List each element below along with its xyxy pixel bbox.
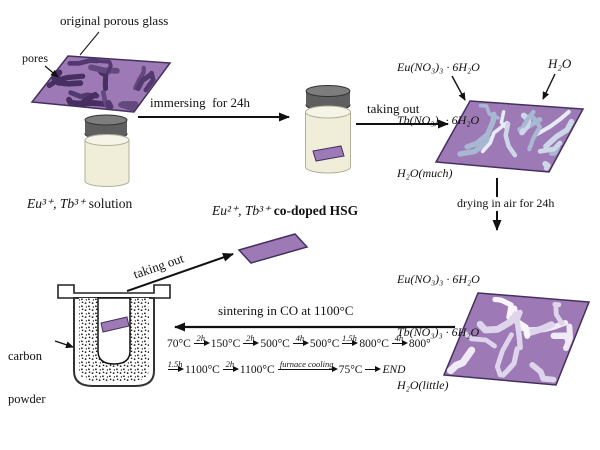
schedule-temp: 1100°C [239, 364, 275, 376]
schedule-duration: 2h [246, 332, 255, 343]
doped-plate-wet [434, 100, 585, 173]
chem-list-much: Eu(NO₃)₃ · 6H₂O Tb(NO₃)₃ · 6H₂O H₂O(much… [397, 22, 480, 219]
schedule-duration: 1.5h [167, 358, 183, 369]
hsg-word: co-doped HSG [270, 203, 359, 218]
hsg-plate [237, 233, 309, 264]
solution-formula: Eu³⁺, Tb³⁺ [27, 196, 86, 211]
schedule-arrow: 1.5h [342, 333, 359, 350]
schedule-arrow: furnace cooling [277, 359, 338, 376]
schedule-duration: 2h [196, 332, 206, 343]
carbon-powder-arrow [54, 340, 74, 349]
original-label-line [79, 31, 100, 56]
pores-label: pores [22, 51, 48, 65]
h2o-label: H₂O [548, 56, 572, 71]
schedule-duration: 1.5h [341, 332, 357, 343]
schedule-duration: 4h [295, 332, 305, 343]
crucible-lid [57, 284, 171, 299]
schedule-temp: 1100°C [185, 364, 220, 376]
schedule-duration: 4h [394, 332, 404, 343]
chem-little-line1: Eu(NO₃)₃ · 6H₂O [397, 271, 480, 286]
original-porous-glass-label: original porous glass [60, 13, 169, 28]
chem-much-line3: H₂O(much) [397, 166, 453, 181]
schedule-temp: END [382, 364, 406, 376]
schedule-temp: 800°C [359, 338, 389, 350]
schedule-temp: 500°C [309, 338, 340, 350]
h2o-pointer-arrow [542, 73, 556, 100]
doped-plate-dry [442, 292, 591, 386]
beaker-body [305, 105, 351, 174]
schedule-temp: 75°C [338, 364, 363, 376]
schedule-arrow: 4h [292, 333, 309, 350]
schedule-arrow: 2h [243, 333, 260, 350]
chem-little-line2: Tb(NO₃)₃ · 6H₂O [397, 325, 480, 340]
solution-word: solution [85, 196, 133, 211]
inner-crucible [97, 297, 131, 365]
hsg-formula: Eu²⁺, Tb³⁺ [212, 203, 271, 218]
chem-much-line1: Eu(NO₃)₃ · 6H₂O [397, 59, 480, 74]
pores-pointer-line [44, 65, 59, 78]
schedule-arrow: 4h [391, 333, 408, 350]
sintering-label: sintering in CO at 1100°C [218, 303, 354, 318]
schedule-arrow [365, 364, 382, 376]
pores-texture-dry [446, 296, 573, 383]
carbon-powder-label: carbon powder [8, 320, 46, 435]
schedule-temp: 70°C [167, 338, 191, 350]
carbon-powder-label-line2: powder [8, 391, 46, 406]
beaker-body [84, 134, 130, 187]
taking-out-arrow-bottom [126, 253, 234, 292]
schedule-arrow: 2h [193, 333, 210, 350]
pores-texture-wet [457, 103, 575, 171]
sample-in-beaker [312, 145, 345, 162]
schedule-duration: 2h [225, 358, 235, 369]
immersing-label: immersing for 24h [150, 95, 251, 110]
taking-out-top-label: taking out [367, 101, 420, 116]
schedule-arrow: 2h [222, 359, 239, 376]
carbon-powder-label-line1: carbon [8, 348, 43, 363]
sample-in-crucible [100, 316, 130, 333]
chem-little-line3: H₂O(little) [397, 378, 449, 393]
schedule-arrow: 1.5h [168, 359, 184, 376]
chem-list-little: Eu(NO₃)₃ · 6H₂O Tb(NO₃)₃ · 6H₂O H₂O(litt… [397, 234, 480, 431]
schedule-duration: furnace cooling [279, 358, 334, 369]
chem-pointer-arrow [451, 75, 466, 101]
schedule-temp: 500°C [260, 338, 290, 350]
crucible [57, 284, 171, 387]
chem-much-line2: Tb(NO₃)₃ · 6H₂O [397, 113, 480, 128]
solution-label: Eu³⁺, Tb³⁺ solution [27, 196, 132, 212]
hsg-label: Eu²⁺, Tb³⁺ co-doped HSG [212, 203, 358, 219]
schedule-temp: 150°C [210, 338, 241, 350]
solution-beaker [84, 114, 130, 187]
drying-label: drying in air for 24h [455, 196, 557, 211]
immersion-beaker [305, 85, 351, 174]
schedule-temp: 800° [408, 338, 431, 350]
